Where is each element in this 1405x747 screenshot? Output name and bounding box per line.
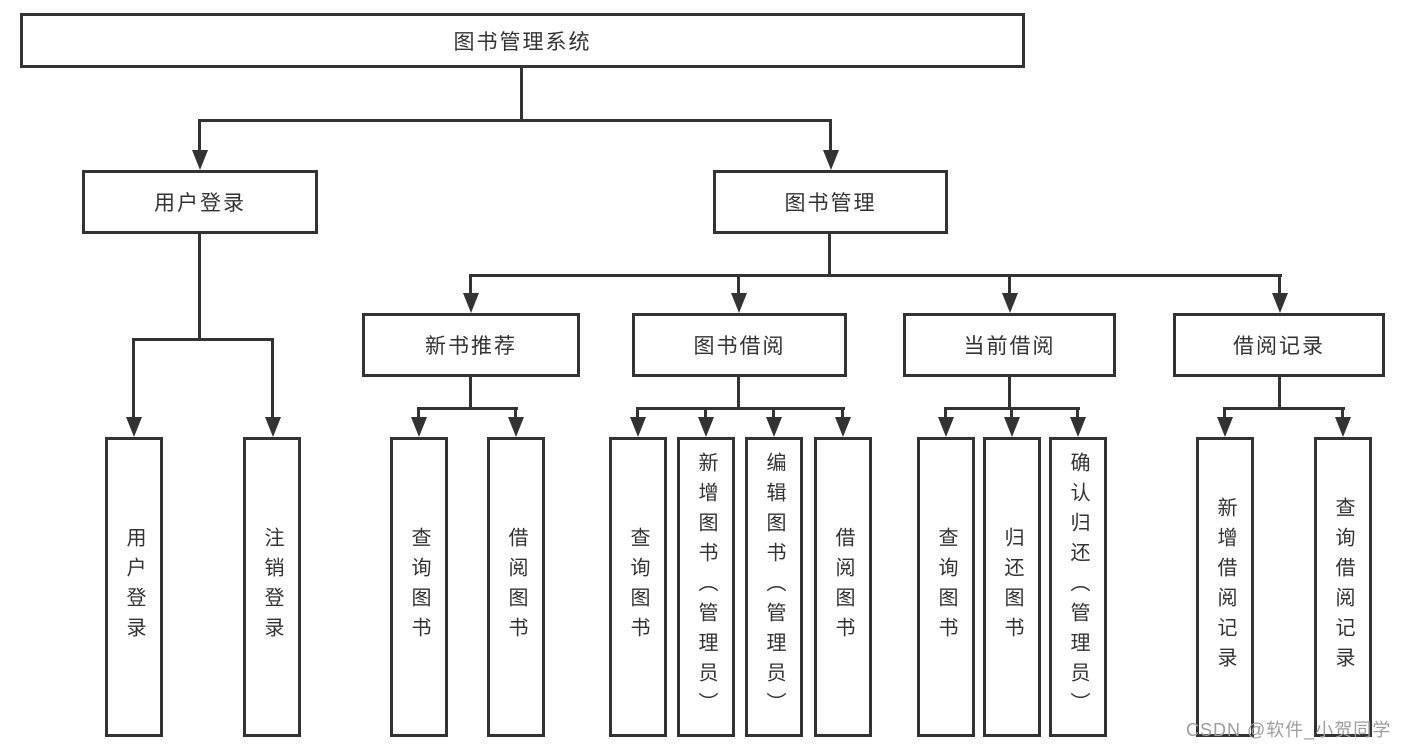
arrow-down-icon bbox=[1272, 293, 1288, 313]
connector-line bbox=[944, 407, 947, 419]
node-new-book-recommend: 新书推荐 bbox=[362, 313, 580, 377]
leaf-newbook-query-label: 查询图书 bbox=[408, 527, 430, 647]
arrow-down-icon bbox=[731, 293, 747, 313]
node-root: 图书管理系统 bbox=[20, 13, 1025, 68]
connector-line bbox=[828, 234, 831, 277]
connector-line bbox=[1008, 274, 1011, 295]
node-borrow-record: 借阅记录 bbox=[1173, 313, 1385, 377]
leaf-borrow-query: 查询图书 bbox=[609, 437, 667, 737]
connector-line bbox=[1278, 274, 1281, 295]
connector-line bbox=[1278, 377, 1281, 410]
arrow-down-icon bbox=[766, 417, 782, 437]
arrow-down-icon bbox=[126, 417, 142, 437]
arrow-down-icon bbox=[265, 417, 281, 437]
node-borrow-record-label: 借阅记录 bbox=[1233, 335, 1325, 358]
arrow-down-icon bbox=[463, 293, 479, 313]
arrow-down-icon bbox=[823, 150, 839, 170]
arrow-down-icon bbox=[630, 417, 646, 437]
leaf-borrow-editbook-label: 编辑图书（管理员） bbox=[763, 452, 785, 722]
node-current-borrow-label: 当前借阅 bbox=[963, 335, 1056, 358]
leaf-record-add-label: 新增借阅记录 bbox=[1214, 497, 1236, 677]
leaf-newbook-query: 查询图书 bbox=[390, 437, 448, 737]
connector-line bbox=[417, 407, 420, 419]
connector-line bbox=[198, 119, 201, 152]
arrow-down-icon bbox=[1217, 417, 1233, 437]
connector-line bbox=[469, 377, 472, 410]
leaf-current-query: 查询图书 bbox=[917, 437, 975, 737]
connector-line bbox=[829, 119, 832, 152]
arrow-down-icon bbox=[1335, 417, 1351, 437]
leaf-borrow-query-label: 查询图书 bbox=[627, 527, 649, 647]
connector-line bbox=[636, 407, 845, 410]
arrow-down-icon bbox=[938, 417, 954, 437]
connector-line bbox=[514, 407, 517, 419]
connector-line bbox=[1010, 407, 1013, 419]
leaf-logout: 注销登录 bbox=[243, 437, 301, 737]
connector-line bbox=[737, 377, 740, 410]
arrow-down-icon bbox=[835, 417, 851, 437]
connector-line bbox=[1223, 407, 1345, 410]
connector-line bbox=[636, 407, 639, 419]
node-book-borrow: 图书借阅 bbox=[632, 313, 847, 377]
node-book-borrow-label: 图书借阅 bbox=[693, 335, 786, 358]
connector-line bbox=[737, 274, 740, 295]
connector-line bbox=[1223, 407, 1226, 419]
arrow-down-icon bbox=[1002, 293, 1018, 313]
connector-line bbox=[1008, 377, 1011, 410]
arrow-down-icon bbox=[508, 417, 524, 437]
leaf-current-query-label: 查询图书 bbox=[935, 527, 957, 647]
leaf-record-add: 新增借阅记录 bbox=[1196, 437, 1254, 737]
node-user-login-label: 用户登录 bbox=[154, 192, 246, 215]
connector-line bbox=[772, 407, 775, 419]
leaf-current-return: 归还图书 bbox=[983, 437, 1041, 737]
connector-line bbox=[1341, 407, 1344, 419]
connector-line bbox=[198, 119, 832, 122]
node-new-book-recommend-label: 新书推荐 bbox=[425, 335, 517, 358]
arrow-down-icon bbox=[1004, 417, 1020, 437]
leaf-newbook-borrow-label: 借阅图书 bbox=[505, 527, 527, 647]
leaf-borrow-borrowbook: 借阅图书 bbox=[814, 437, 872, 737]
leaf-user-login: 用户登录 bbox=[105, 437, 163, 737]
connector-line bbox=[198, 234, 201, 341]
leaf-borrow-borrowbook-label: 借阅图书 bbox=[832, 527, 854, 647]
node-root-label: 图书管理系统 bbox=[453, 30, 592, 54]
leaf-user-login-label: 用户登录 bbox=[123, 527, 145, 647]
connector-line bbox=[417, 407, 518, 410]
connector-line bbox=[704, 407, 707, 419]
leaf-record-query: 查询借阅记录 bbox=[1314, 437, 1372, 737]
leaf-current-confirm-return-label: 确认归还（管理员） bbox=[1067, 452, 1089, 722]
leaf-logout-label: 注销登录 bbox=[261, 527, 283, 647]
leaf-borrow-addbook-label: 新增图书（管理员） bbox=[695, 452, 717, 722]
connector-line bbox=[469, 274, 1282, 277]
connector-line bbox=[132, 338, 274, 341]
connector-line bbox=[469, 274, 472, 295]
leaf-record-query-label: 查询借阅记录 bbox=[1332, 497, 1354, 677]
leaf-borrow-addbook: 新增图书（管理员） bbox=[677, 437, 735, 737]
node-current-borrow: 当前借阅 bbox=[903, 313, 1116, 377]
node-user-login: 用户登录 bbox=[82, 170, 318, 234]
csdn-watermark: CSDN @软件_小贺同学 bbox=[1186, 720, 1392, 740]
leaf-newbook-borrow: 借阅图书 bbox=[487, 437, 545, 737]
leaf-current-return-label: 归还图书 bbox=[1001, 527, 1023, 647]
connector-line bbox=[132, 338, 135, 419]
leaf-borrow-editbook: 编辑图书（管理员） bbox=[745, 437, 803, 737]
arrow-down-icon bbox=[1070, 417, 1086, 437]
connector-line bbox=[271, 338, 274, 419]
arrow-down-icon bbox=[192, 150, 208, 170]
arrow-down-icon bbox=[698, 417, 714, 437]
connector-line bbox=[1076, 407, 1079, 419]
node-book-management: 图书管理 bbox=[713, 170, 948, 234]
arrow-down-icon bbox=[411, 417, 427, 437]
connector-line bbox=[520, 66, 523, 122]
connector-line bbox=[841, 407, 844, 419]
node-book-management-label: 图书管理 bbox=[784, 192, 877, 215]
leaf-current-confirm-return: 确认归还（管理员） bbox=[1049, 437, 1107, 737]
